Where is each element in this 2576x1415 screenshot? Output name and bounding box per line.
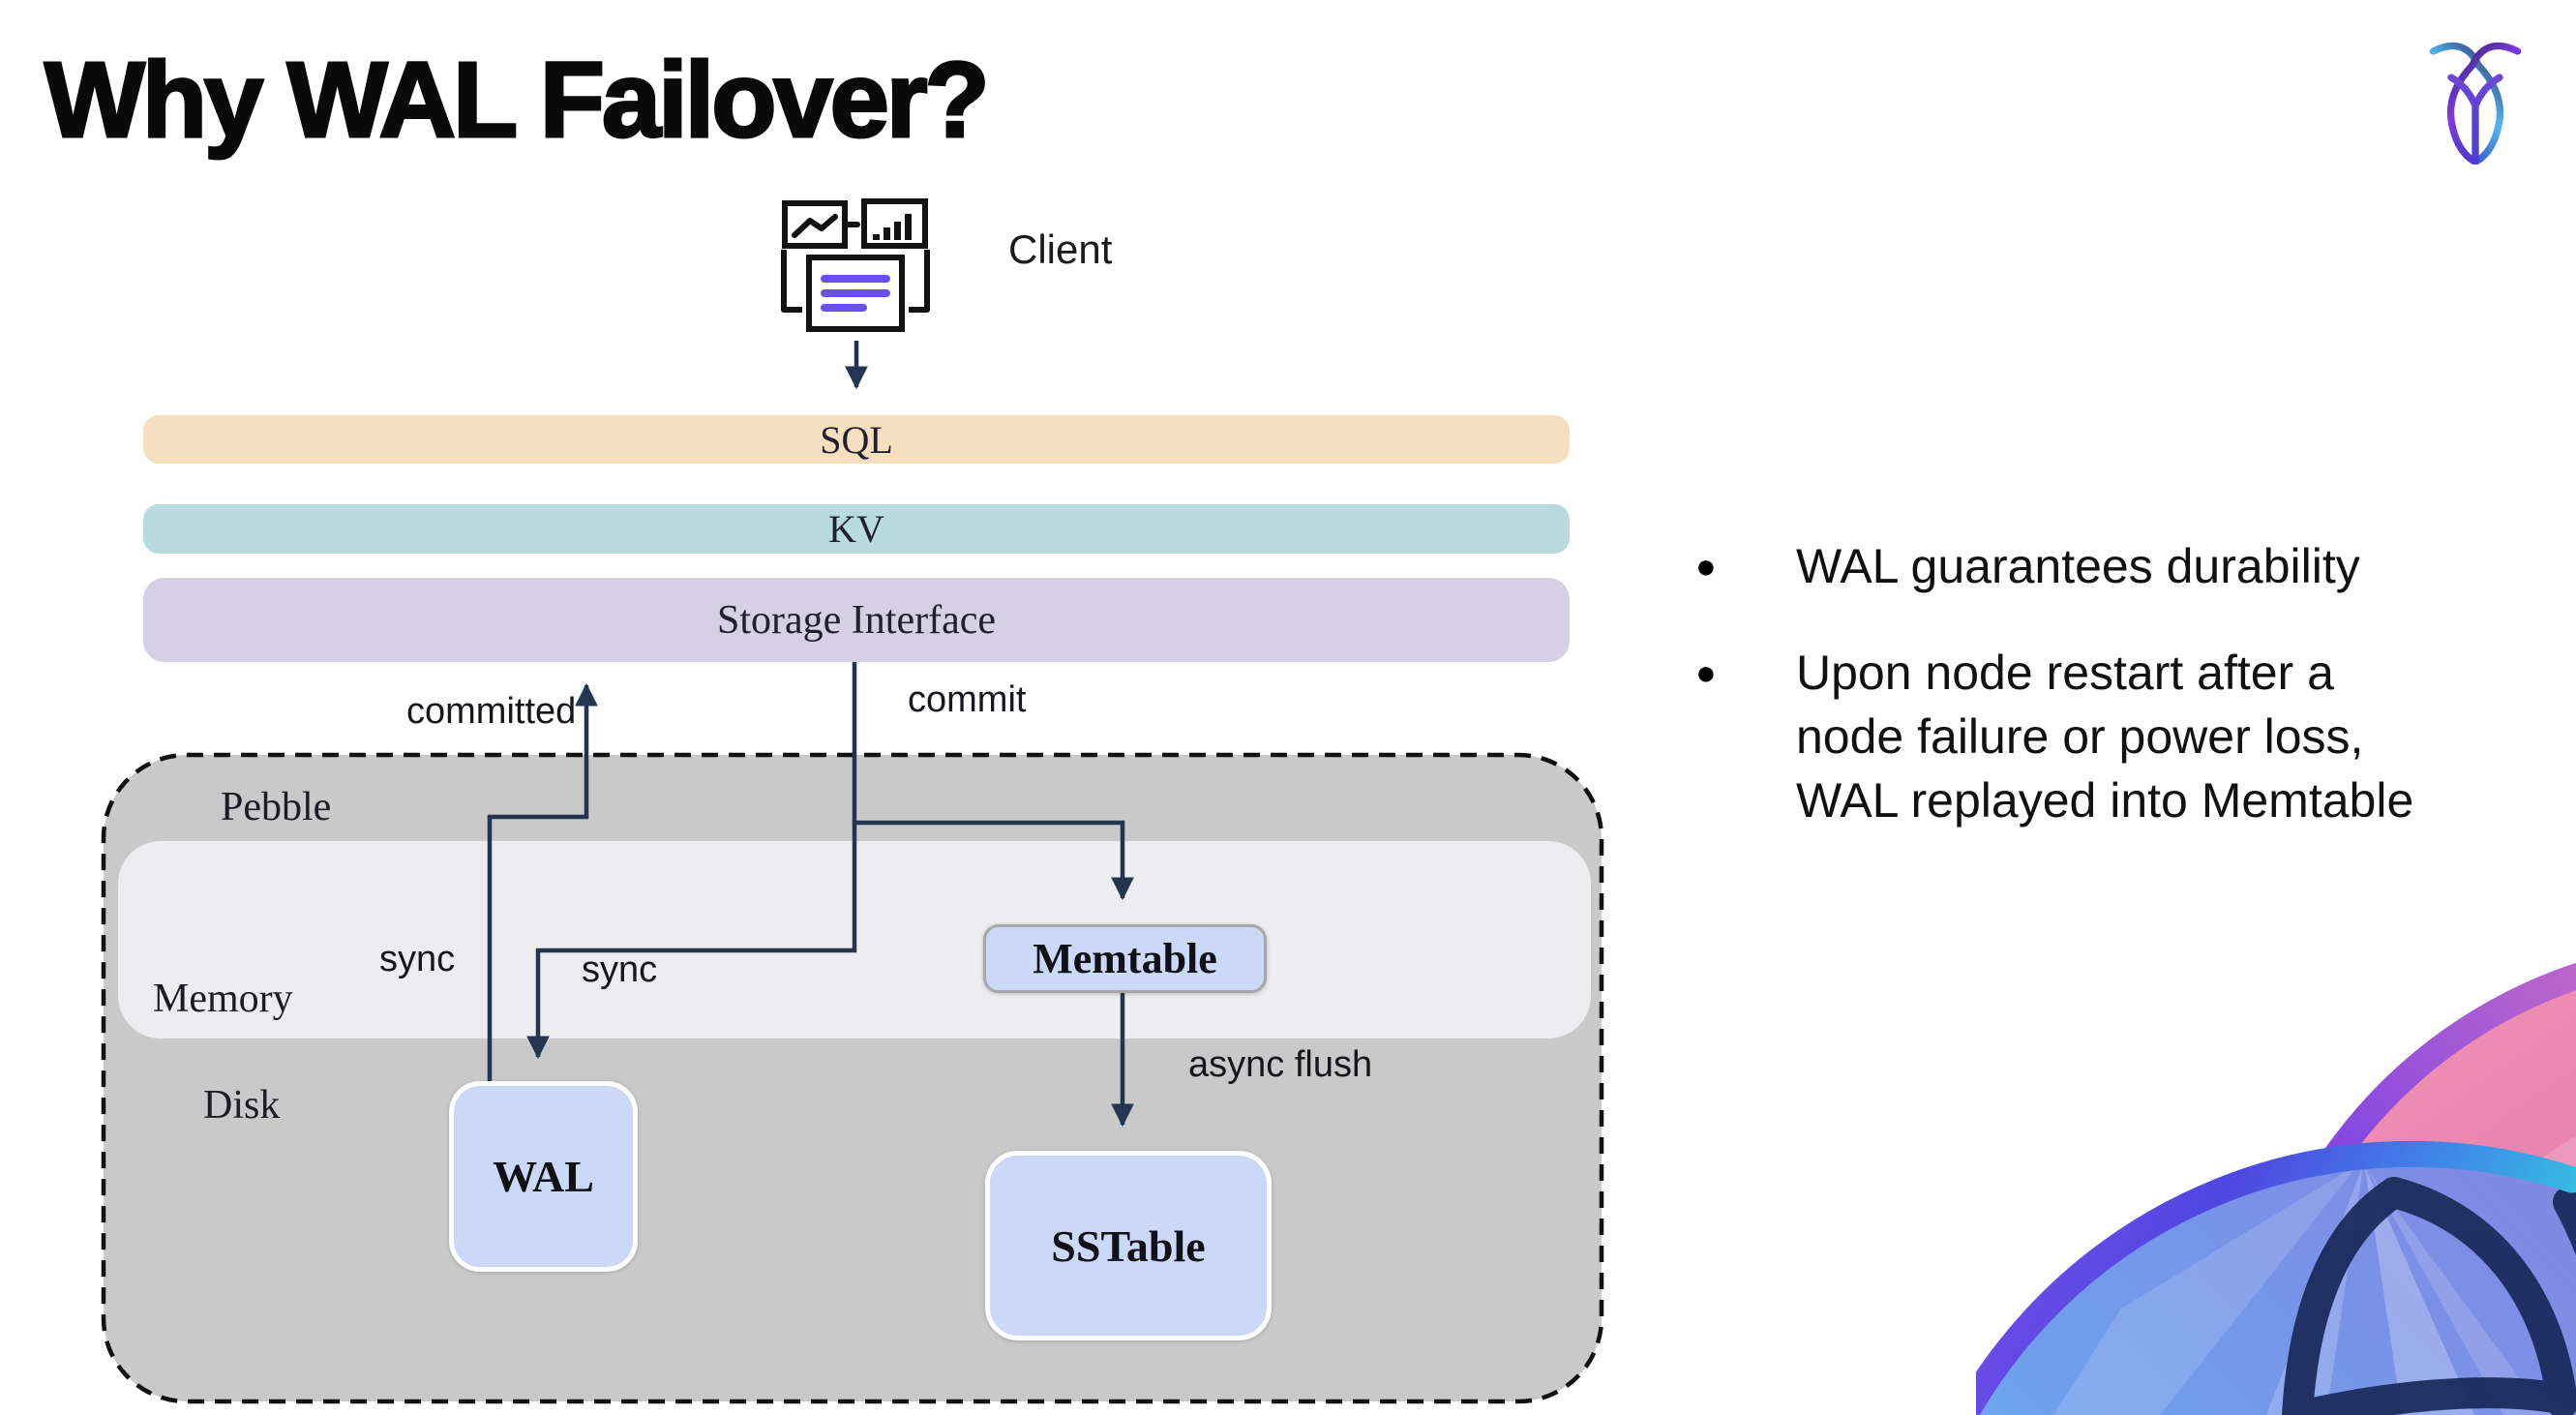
edge-label-async-flush: async flush xyxy=(1188,1044,1373,1085)
page-title: Why WAL Failover? xyxy=(44,40,992,162)
bullet-item: ● WAL guarantees durability xyxy=(1695,534,2528,598)
edge-label-commit: commit xyxy=(908,679,1027,720)
layer-kv: KV xyxy=(143,504,1570,554)
edge-label-sync-left: sync xyxy=(379,939,456,979)
edge-committed xyxy=(487,682,598,1082)
layer-sql-label: SQL xyxy=(820,417,893,462)
bullet-text: WAL guarantees durability xyxy=(1796,539,2360,593)
wal-node: WAL xyxy=(449,1081,638,1272)
brand-decoration-graphic xyxy=(1976,962,2576,1415)
edge-label-sync-right: sync xyxy=(582,949,658,990)
client-label: Client xyxy=(1008,226,1113,272)
disk-label: Disk xyxy=(203,1083,281,1128)
layer-kv-label: KV xyxy=(828,507,884,551)
wal-node-label: WAL xyxy=(493,1152,594,1201)
memtable-node: Memtable xyxy=(983,924,1267,993)
client-icon xyxy=(781,198,930,332)
layer-storage-interface-label: Storage Interface xyxy=(717,597,996,643)
cockroachdb-logo-icon xyxy=(2429,42,2522,165)
sstable-node: SSTable xyxy=(985,1151,1272,1340)
bullet-dot-icon: ● xyxy=(1695,546,1717,586)
bullet-list: ● WAL guarantees durability ● Upon node … xyxy=(1695,534,2528,875)
bullet-text: Upon node restart after a node failure o… xyxy=(1796,646,2414,828)
memory-label: Memory xyxy=(153,977,293,1021)
bullet-item: ● Upon node restart after a node failure… xyxy=(1695,641,2528,832)
edge-commit-memtable xyxy=(854,820,1134,901)
sstable-node-label: SSTable xyxy=(1051,1220,1206,1271)
bullet-dot-icon: ● xyxy=(1695,652,1717,692)
edge-commit-sync-wal xyxy=(526,662,857,1060)
memtable-node-label: Memtable xyxy=(1033,935,1217,982)
layer-sql: SQL xyxy=(143,415,1570,464)
layer-storage-interface: Storage Interface xyxy=(143,578,1570,662)
edge-label-committed: committed xyxy=(406,691,577,732)
pebble-label: Pebble xyxy=(221,785,332,829)
chart-screen-icon xyxy=(782,200,848,249)
